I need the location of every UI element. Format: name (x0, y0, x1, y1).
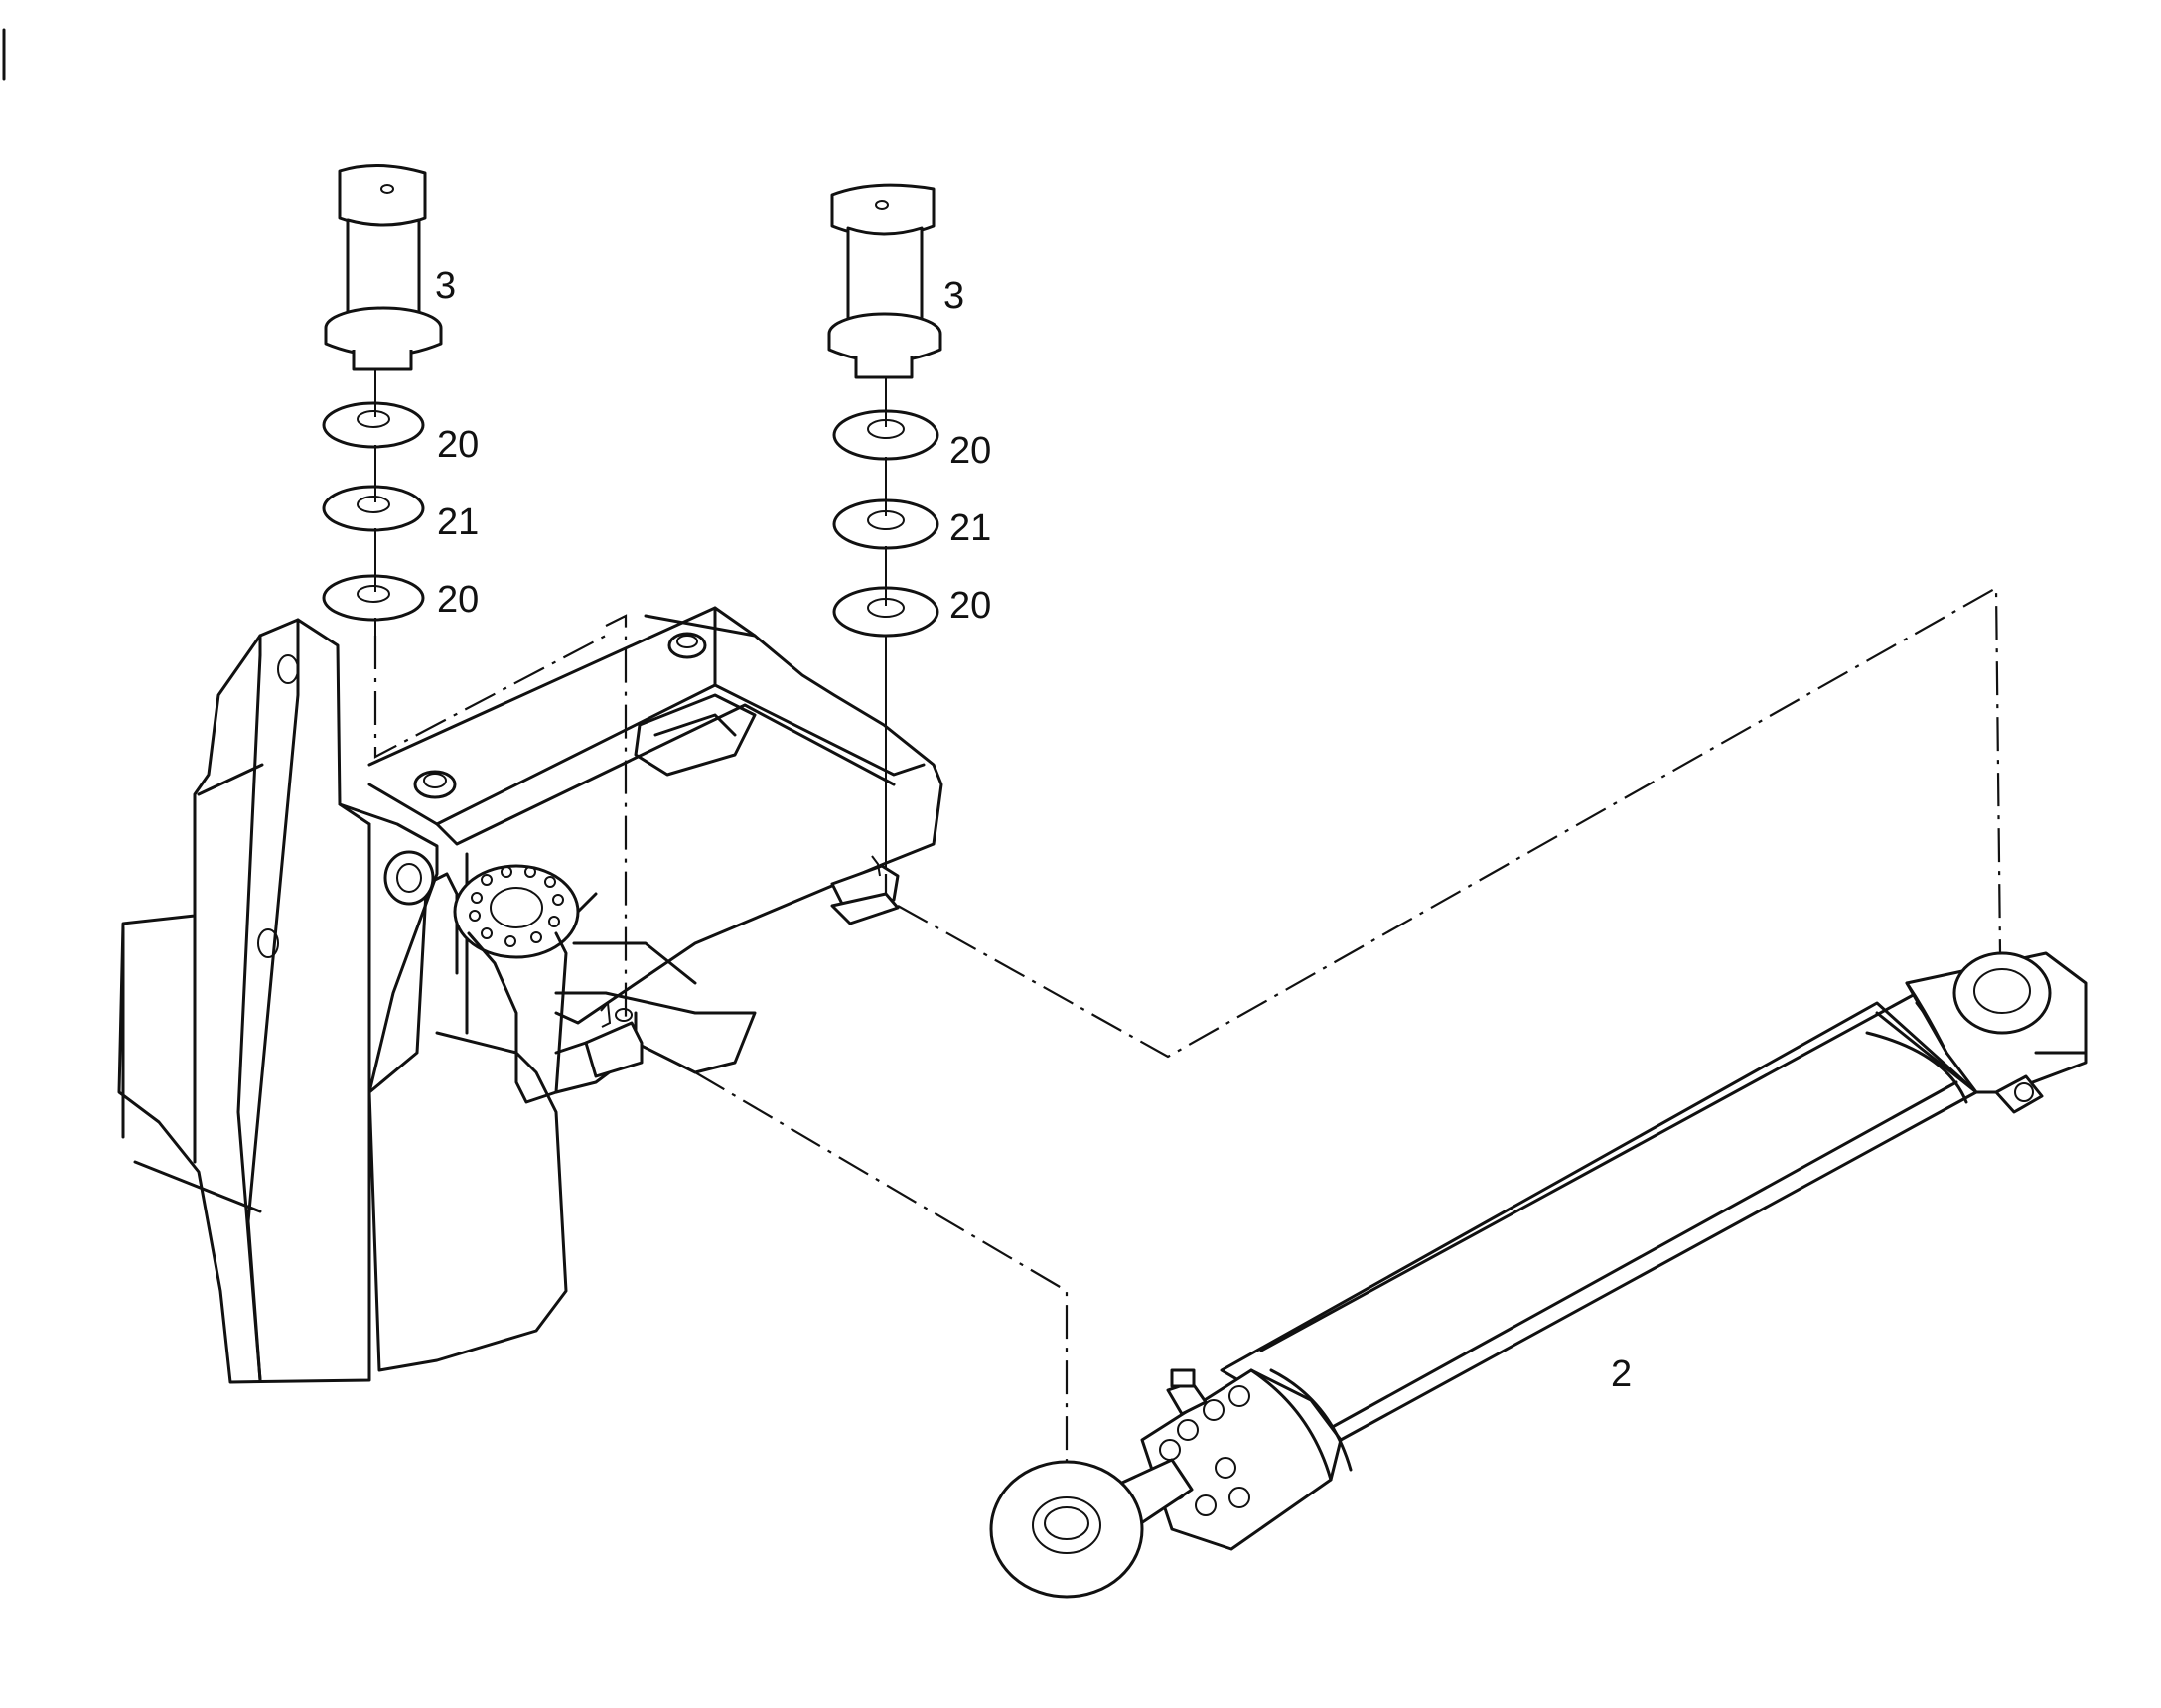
callout-pin-right: 3 (943, 275, 964, 317)
washer-left-mid (322, 485, 425, 532)
callout-washer-right-top: 20 (949, 430, 991, 472)
pin-left (324, 164, 443, 371)
hydraulic-cylinder (989, 951, 2088, 1599)
callout-washer-right-mid: 21 (949, 507, 991, 549)
washer-left-bottom (322, 574, 425, 622)
callout-cylinder: 2 (1611, 1353, 1632, 1395)
boom-frame (117, 606, 943, 1384)
callout-washer-left-top: 20 (437, 424, 479, 466)
pin-right (827, 183, 942, 379)
callout-washer-left-bottom: 20 (437, 579, 479, 621)
callout-pin-left: 3 (435, 265, 456, 307)
washer-left-top (322, 401, 425, 449)
callout-washer-right-bottom: 20 (949, 585, 991, 627)
assembly-lines (373, 586, 2002, 1470)
callout-washer-left-mid: 21 (437, 501, 479, 543)
